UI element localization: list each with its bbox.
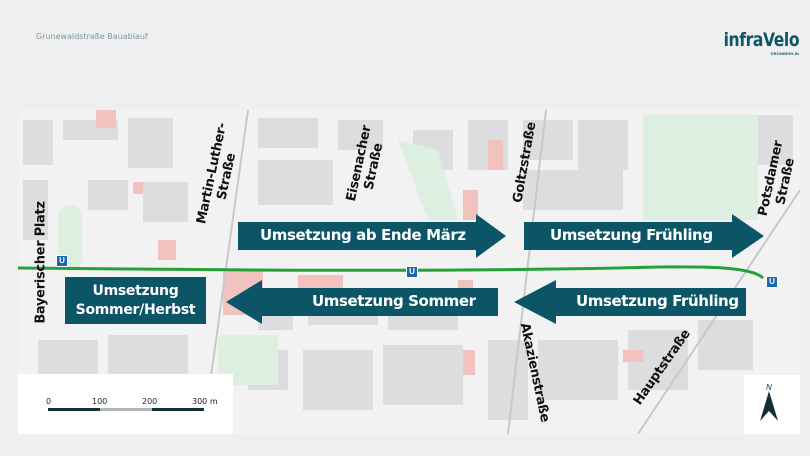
north-arrow: N xyxy=(744,375,800,434)
ubahn-icon-kleistpark: U xyxy=(766,276,778,288)
document-title: Grunewaldstraße Bauablauf xyxy=(36,32,148,41)
logo-sub-text: GRÜNBERLIN xyxy=(770,51,800,56)
ubahn-icon-eisenacher: U xyxy=(406,266,418,278)
infravelo-logo: infraVelo GRÜNBERLIN xyxy=(707,29,800,56)
ubahn-icon-bayerischer-platz: U xyxy=(56,255,68,267)
street-bayerischer-platz: Bayerischer Platz xyxy=(33,201,49,324)
arrow-sommer: Umsetzung Sommer xyxy=(226,280,498,324)
arrow-fruehling-west: Umsetzung Frühling xyxy=(514,280,746,324)
scale-bar: 0 100 200 300 m xyxy=(18,374,233,434)
arrow-ab-ende-maerz: Umsetzung ab Ende März xyxy=(238,214,506,258)
logo-main-text: infraVelo xyxy=(723,29,800,51)
svg-text:N: N xyxy=(766,383,772,392)
construction-map: Umsetzung ab Ende März Umsetzung Frühlin… xyxy=(18,110,800,434)
map-base xyxy=(18,110,800,434)
box-line2: Sommer/Herbst xyxy=(75,301,196,318)
arrow-fruehling-east: Umsetzung Frühling xyxy=(524,214,764,258)
box-line1: Umsetzung xyxy=(92,282,179,299)
sommer-herbst-box: Umsetzung Sommer/Herbst xyxy=(65,277,206,324)
north-arrow-icon: N xyxy=(760,383,778,421)
